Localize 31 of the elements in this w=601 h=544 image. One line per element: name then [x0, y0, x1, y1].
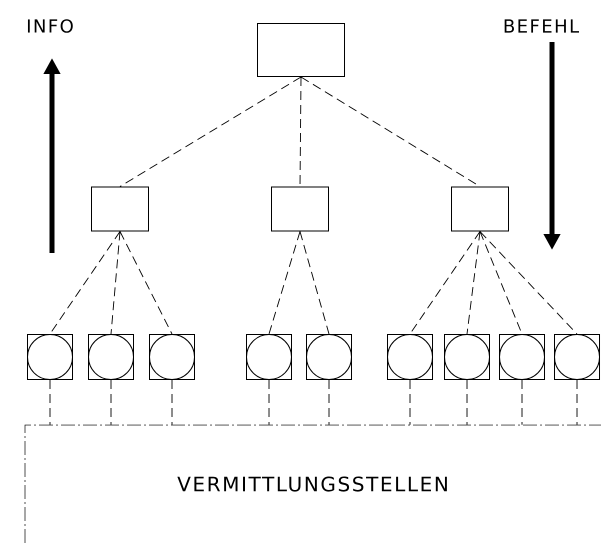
box: [91, 186, 149, 232]
connector-line: [466, 380, 468, 426]
connector-line: [480, 231, 578, 334]
connector-line: [328, 380, 330, 426]
connector-line: [268, 380, 270, 426]
connector-line: [120, 231, 172, 334]
connector-line: [120, 76, 302, 187]
station-symbol: [246, 334, 292, 380]
direction-label: BEFEHL: [504, 19, 579, 33]
connector-line: [576, 380, 578, 426]
connector-line: [300, 231, 330, 334]
connector-line: [268, 231, 300, 334]
box: [451, 186, 509, 232]
connector-line: [410, 231, 480, 334]
station-symbol: [306, 334, 352, 380]
station-symbol: [554, 334, 600, 380]
station-symbol: [149, 334, 195, 380]
station-symbol: [444, 334, 490, 380]
station-symbol: [27, 334, 73, 380]
box: [257, 23, 345, 77]
station-symbol: [387, 334, 433, 380]
connector-line: [110, 380, 112, 426]
station-area: VERMITTLUNGSSTELLEN: [24, 424, 601, 544]
connector-line: [50, 231, 120, 334]
connector-line: [466, 231, 480, 334]
station-symbol: [499, 334, 545, 380]
station-symbol: [88, 334, 134, 380]
connector-line: [300, 76, 302, 187]
box: [271, 186, 329, 232]
connector-line: [110, 231, 120, 334]
direction-label: INFO: [28, 19, 73, 33]
